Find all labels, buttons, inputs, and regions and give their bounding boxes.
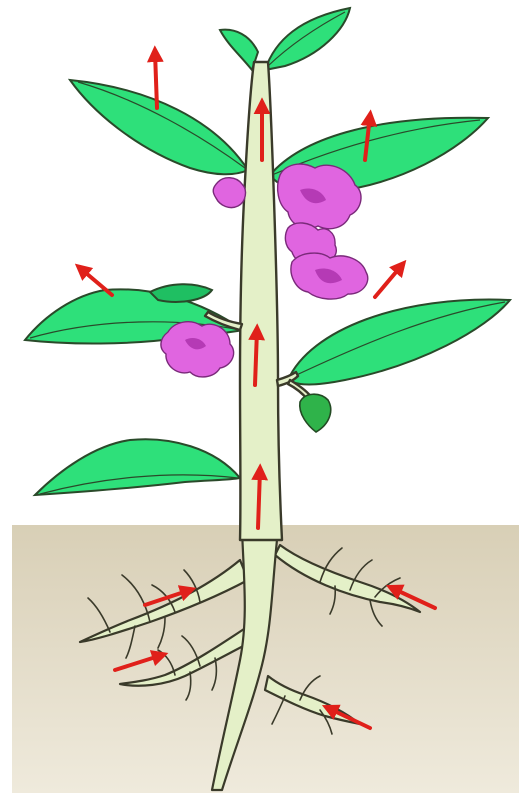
leaf-middle-right bbox=[288, 300, 510, 385]
leaf-top-left bbox=[220, 30, 258, 70]
flower-cluster-small bbox=[213, 178, 245, 208]
leaf-upper-left bbox=[70, 80, 248, 174]
arrow-leaf-middle-right bbox=[375, 265, 402, 297]
flower-cluster-upper bbox=[278, 164, 368, 299]
leaf-middle-left-back bbox=[150, 284, 212, 302]
pod bbox=[300, 394, 331, 432]
leaf-top-right bbox=[265, 8, 350, 70]
leaf-lower-left bbox=[35, 439, 240, 495]
flower-petal bbox=[213, 178, 245, 208]
arrow-stem-lower bbox=[258, 470, 260, 528]
arrow-leaf-upper-left bbox=[155, 52, 157, 108]
seed-pod bbox=[288, 380, 331, 432]
arrow-stem-middle bbox=[255, 330, 257, 385]
flower-cluster-left bbox=[161, 322, 234, 377]
